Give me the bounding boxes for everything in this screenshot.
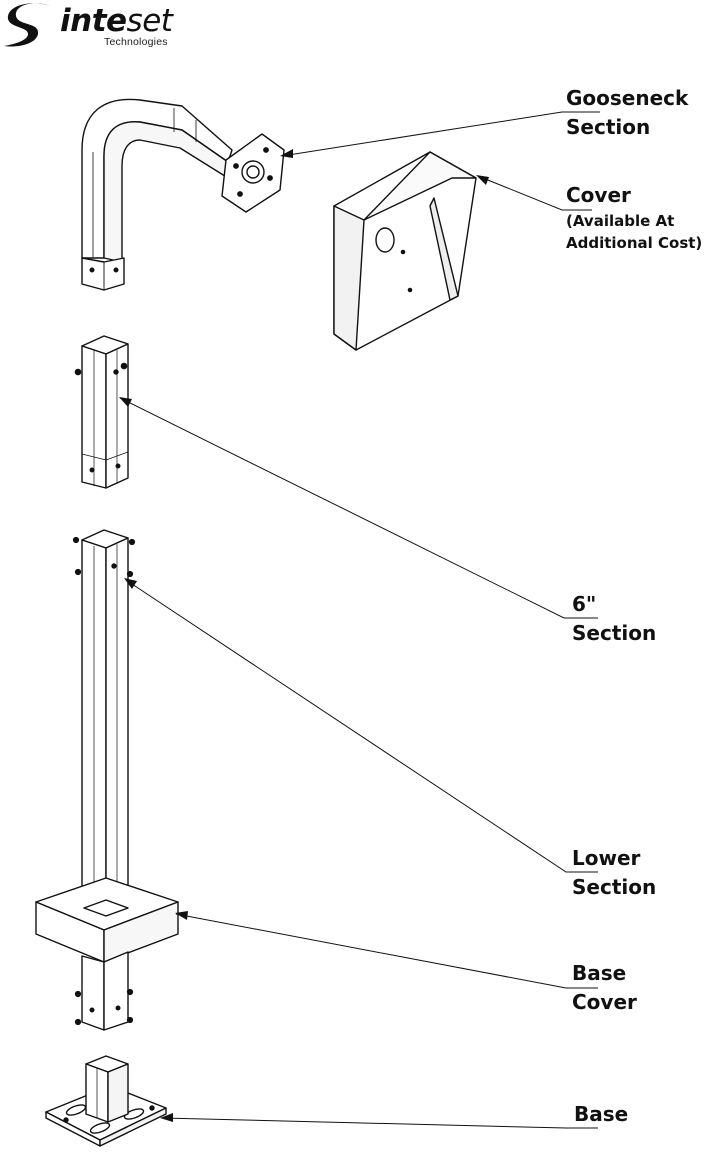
gooseneck-section-label: Gooseneck Section xyxy=(566,86,689,139)
lower-tube-stub xyxy=(74,951,134,1031)
swoosh-s-icon xyxy=(4,3,50,47)
company-logo: inteset Technologies xyxy=(0,0,200,56)
leader-lines xyxy=(119,111,600,1129)
lower-section-part xyxy=(72,529,136,919)
lower-section-label: Lower Section xyxy=(572,846,657,899)
base-label: Base xyxy=(574,1102,629,1126)
base-cover-label: Base Cover xyxy=(572,961,637,1014)
gooseneck-section-part xyxy=(81,98,285,291)
leader-arrowheads xyxy=(119,149,489,1122)
logo-wordmark: inteset xyxy=(60,3,173,39)
cover-label: Cover (Available At Additional Cost) xyxy=(566,183,703,252)
base-cover-part xyxy=(35,877,179,963)
cover-part xyxy=(333,151,477,351)
six-inch-section-label: 6" Section xyxy=(572,592,657,645)
base-part xyxy=(45,1055,167,1147)
logo-subtitle: Technologies xyxy=(104,36,168,48)
six-inch-section-part xyxy=(74,335,129,489)
